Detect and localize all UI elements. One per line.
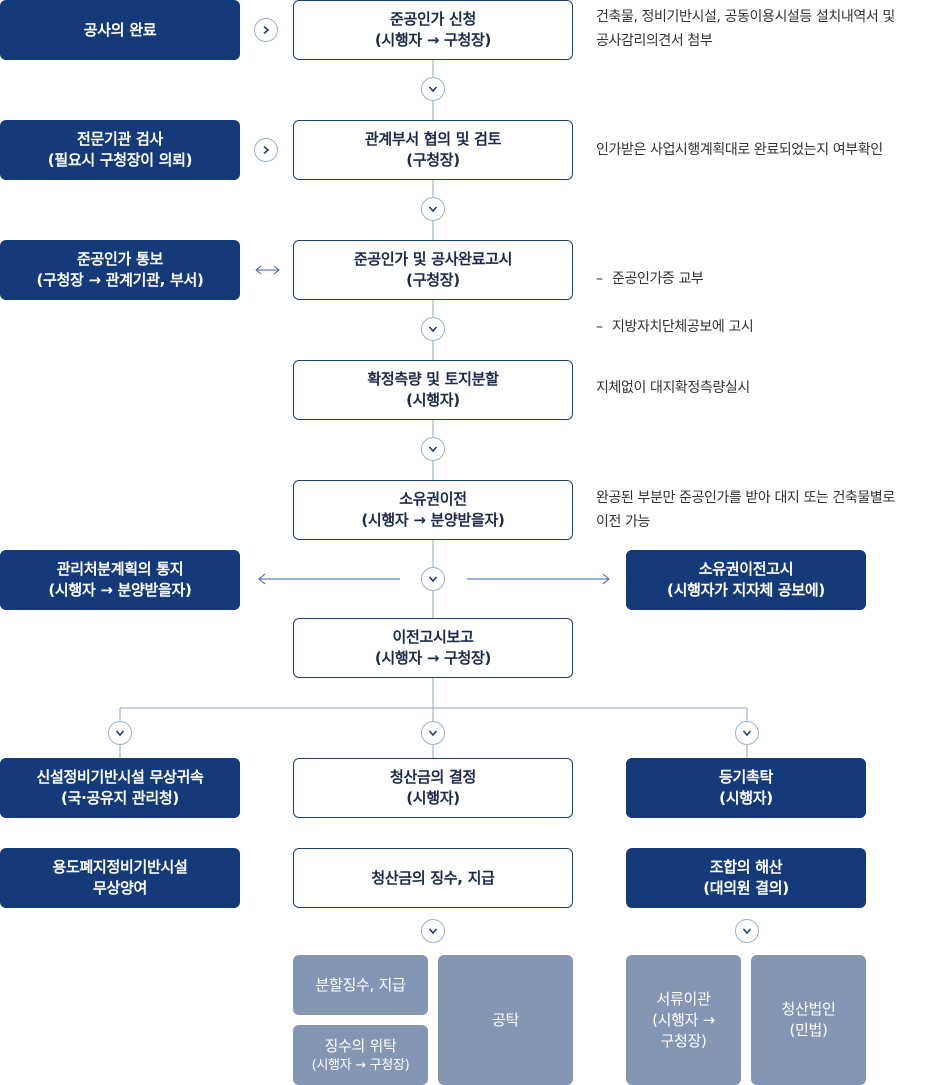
management-plan-notice-box: 관리처분계획의 통지 (시행자 → 분양받을자) [0, 550, 240, 610]
liquidation-corp-box: 청산법인 (민법) [751, 955, 866, 1085]
chevron-down-icon [421, 721, 445, 745]
chevron-right-icon [254, 18, 278, 42]
note-verification: 인가받은 사업시행계획대로 완료되었는지 여부확인 [596, 142, 883, 158]
dissolution-box: 조합의 해산 (대의원 결의) [626, 848, 866, 908]
new-facility-box: 신설정비기반시설 무상귀속 (국·공유지 관리청) [0, 758, 240, 818]
department-review-box: 관계부서 협의 및 검토 (구청장) [293, 120, 573, 180]
entrust-box: 징수의 위탁 (시행자 → 구청장) [293, 1025, 428, 1085]
document-transfer-box: 서류이관 (시행자 → 구청장) [626, 955, 741, 1085]
chevron-down-icon [735, 919, 759, 943]
note-certificate: 준공인가증 교부 [612, 271, 704, 287]
chevron-down-icon [421, 197, 445, 221]
chevron-down-icon [421, 317, 445, 341]
approval-notice-box: 준공인가 통보 (구청장 → 관계기관, 부서) [0, 240, 240, 300]
completion-box: 공사의 완료 [0, 0, 240, 60]
chevron-down-icon [421, 919, 445, 943]
note-survey: 지체없이 대지확정측량실시 [596, 380, 750, 396]
abolished-facility-box: 용도폐지정비기반시설 무상양여 [0, 848, 240, 908]
entrust-label: 징수의 위탁 [324, 1036, 397, 1055]
chevron-down-icon [108, 721, 132, 745]
settlement-collection-box: 청산금의 징수, 지급 [293, 848, 573, 908]
registration-box: 등기촉탁 (시행자) [626, 758, 866, 818]
entrust-sub-label: (시행자 → 구청장) [311, 1057, 410, 1073]
note-attachments: 건축물, 정비기반시설, 공동이용시설등 설치내역서 및 공사감리의견서 첨부 [596, 9, 895, 49]
note-partial-transfer: 완공된 부분만 준공인가를 받아 대지 또는 건축물별로 이전 가능 [596, 490, 895, 530]
completion-announcement-box: 준공인가 및 공사완료고시 (구청장) [293, 240, 573, 300]
transfer-notice-box: 소유권이전고시 (시행자가 지자체 공보에) [626, 550, 866, 610]
transfer-report-box: 이전고시보고 (시행자 → 구청장) [293, 618, 573, 678]
note-list: –준공인가증 교부 –지방자치단체공보에 고시 [596, 243, 930, 363]
chevron-down-icon [421, 77, 445, 101]
survey-division-box: 확정측량 및 토지분할 (시행자) [293, 360, 573, 420]
installment-box: 분할징수, 지급 [293, 955, 428, 1015]
ownership-transfer-box: 소유권이전 (시행자 → 분양받을자) [293, 480, 573, 540]
note-gazette: 지방자치단체공보에 고시 [612, 319, 754, 335]
chevron-down-icon [421, 437, 445, 461]
chevron-right-icon [254, 138, 278, 162]
inspection-box: 전문기관 검사 (필요시 구청장이 의뢰) [0, 120, 240, 180]
approval-application-box: 준공인가 신청 (시행자 → 구청장) [293, 0, 573, 60]
settlement-decision-box: 청산금의 결정 (시행자) [293, 758, 573, 818]
chevron-down-icon [421, 567, 445, 591]
note-item: –준공인가증 교부 [596, 271, 704, 287]
chevron-down-icon [735, 721, 759, 745]
note-item: –지방자치단체공보에 고시 [596, 319, 754, 335]
deposit-box: 공탁 [438, 955, 573, 1085]
